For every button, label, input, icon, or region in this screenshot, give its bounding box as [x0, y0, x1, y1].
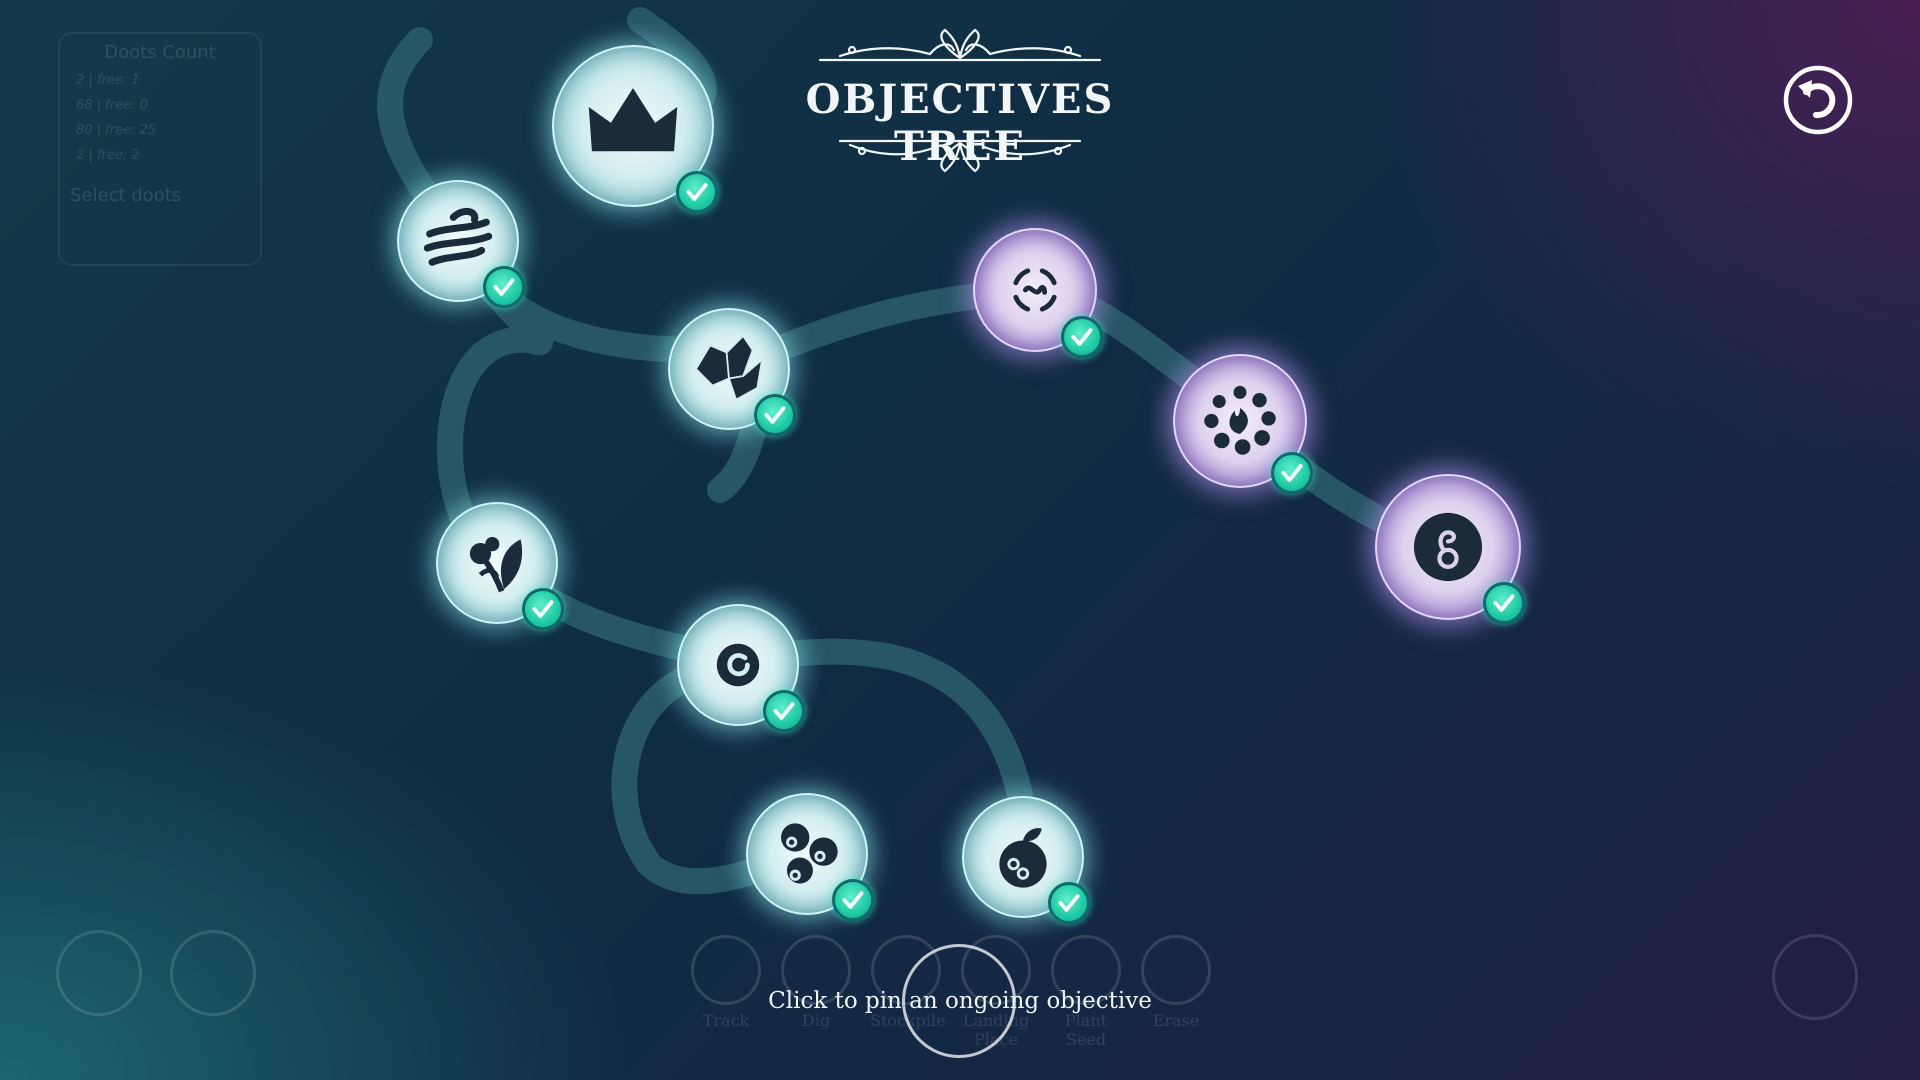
spores-icon: [781, 823, 838, 884]
title-banner: OBJECTIVES TREE: [740, 28, 1180, 173]
ornament-bottom-icon: [838, 139, 1082, 173]
swirl-icon: [1013, 268, 1057, 312]
doots-row: 2 | free: 1: [76, 73, 140, 88]
checkmark-icon: [842, 891, 864, 909]
tool-erase: Erase: [1140, 935, 1212, 1049]
completed-badge: [754, 394, 796, 436]
ornament-top-icon: [818, 28, 1102, 62]
hook-icon: [716, 643, 760, 687]
objective-node-crown[interactable]: [552, 45, 718, 213]
tree-path: [611, 652, 818, 895]
completed-badge: [832, 879, 874, 921]
objective-node-swirl[interactable]: [973, 228, 1103, 358]
tool-track: Track: [690, 935, 762, 1049]
tree-path: [436, 237, 554, 573]
checkmark-icon: [1281, 464, 1303, 482]
completed-badge: [1048, 882, 1090, 924]
objective-node-wind[interactable]: [397, 180, 525, 308]
objective-node-hook[interactable]: [677, 604, 805, 732]
tool-dig: Dig: [780, 935, 852, 1049]
page-title: OBJECTIVES TREE: [805, 76, 1115, 170]
doots-row: 80 | free: 25: [76, 123, 157, 138]
tool-label: Dig: [801, 1011, 831, 1030]
checkmark-icon: [764, 406, 786, 424]
checkmark-icon: [1071, 328, 1093, 346]
bottom-left-icon: [170, 930, 256, 1016]
completed-badge: [1061, 316, 1103, 358]
tool-plant-seed: Plant Seed: [1050, 935, 1122, 1049]
objective-node-crystal[interactable]: [668, 308, 796, 436]
pin-target-ring: [902, 944, 1016, 1058]
checkmark-icon: [1493, 594, 1515, 612]
completed-badge: [1271, 452, 1313, 494]
checkmark-icon: [773, 702, 795, 720]
select-doots-label: Select doots: [70, 185, 182, 206]
objective-node-fruit[interactable]: [962, 796, 1090, 924]
doots-row: 2 | free: 2: [76, 148, 140, 163]
checkmark-icon: [493, 278, 515, 296]
objective-node-flame-ring[interactable]: [1173, 354, 1313, 494]
objective-node-sprout[interactable]: [436, 502, 564, 630]
completed-badge: [763, 690, 805, 732]
tool-label: Track: [702, 1011, 750, 1030]
crown-icon: [588, 88, 678, 152]
checkmark-icon: [686, 183, 708, 201]
completed-badge: [483, 266, 525, 308]
objective-node-seed[interactable]: [1375, 474, 1525, 624]
bottom-left-icon: [56, 930, 142, 1016]
objective-node-spores[interactable]: [746, 793, 874, 921]
flame-ring-icon: [1204, 385, 1276, 455]
completed-badge: [1483, 582, 1525, 624]
back-button[interactable]: [1782, 64, 1854, 136]
sprout-icon: [469, 537, 523, 593]
pin-hint-text: Click to pin an ongoing objective: [768, 988, 1152, 1014]
seed-icon: [1413, 512, 1483, 582]
fruit-icon: [999, 828, 1047, 888]
completed-badge: [522, 588, 564, 630]
undo-icon: [1783, 65, 1853, 135]
wind-icon: [423, 207, 493, 266]
bottom-right-icon: [1772, 934, 1858, 1020]
tool-label: Erase: [1152, 1011, 1200, 1030]
checkmark-icon: [1058, 894, 1080, 912]
doots-row: 68 | free: 0: [76, 98, 148, 113]
crystal-icon: [694, 334, 764, 401]
completed-badge: [676, 171, 718, 213]
tool-label: Plant Seed: [1064, 1011, 1108, 1049]
doots-count-panel: Doots Count 2 | free: 1 68 | free: 0 80 …: [58, 32, 262, 266]
doots-count-title: Doots Count: [104, 42, 216, 63]
checkmark-icon: [532, 600, 554, 618]
